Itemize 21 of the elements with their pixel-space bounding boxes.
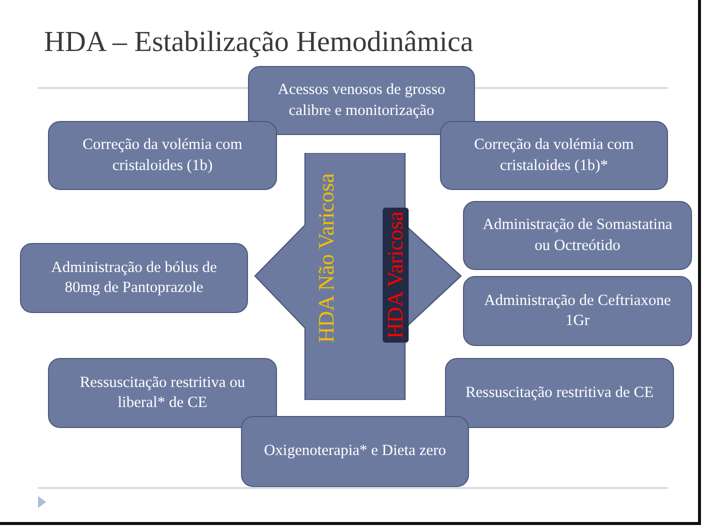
box-text: Oxigenoterapia* e Dieta zero	[264, 441, 446, 462]
box-text: Administração de Somastatina ou Octreótido	[482, 215, 674, 256]
box-text: Administração de Ceftriaxone 1Gr	[483, 290, 672, 331]
process-box	[463, 276, 692, 346]
process-box	[463, 201, 692, 270]
process-box	[445, 358, 674, 428]
slide-title: HDA – Estabilização Hemodinâmica	[44, 26, 474, 59]
process-box	[248, 66, 475, 135]
process-box	[48, 121, 277, 190]
vertical-label: HDA Varicosa	[382, 207, 408, 343]
vertical-label: HDA Não Varicosa	[313, 173, 340, 343]
process-box	[241, 416, 469, 487]
process-box	[48, 358, 277, 428]
box-text: Correção da volémia com cristaloides (1b)*	[473, 135, 635, 176]
process-box	[440, 121, 668, 190]
process-box	[20, 243, 248, 313]
box-text: Ressuscitação restritiva ou liberal* de CE	[78, 372, 246, 413]
box-text: Ressuscitação restritiva de CE	[465, 382, 654, 403]
box-text: Correção da volémia com cristaloides (1b)	[82, 135, 244, 176]
box-text: Acessos venosos de grosso calibre e monitorização	[276, 80, 446, 120]
box-text: Administração de bólus de 80mg de Pantoprazole	[50, 258, 218, 298]
